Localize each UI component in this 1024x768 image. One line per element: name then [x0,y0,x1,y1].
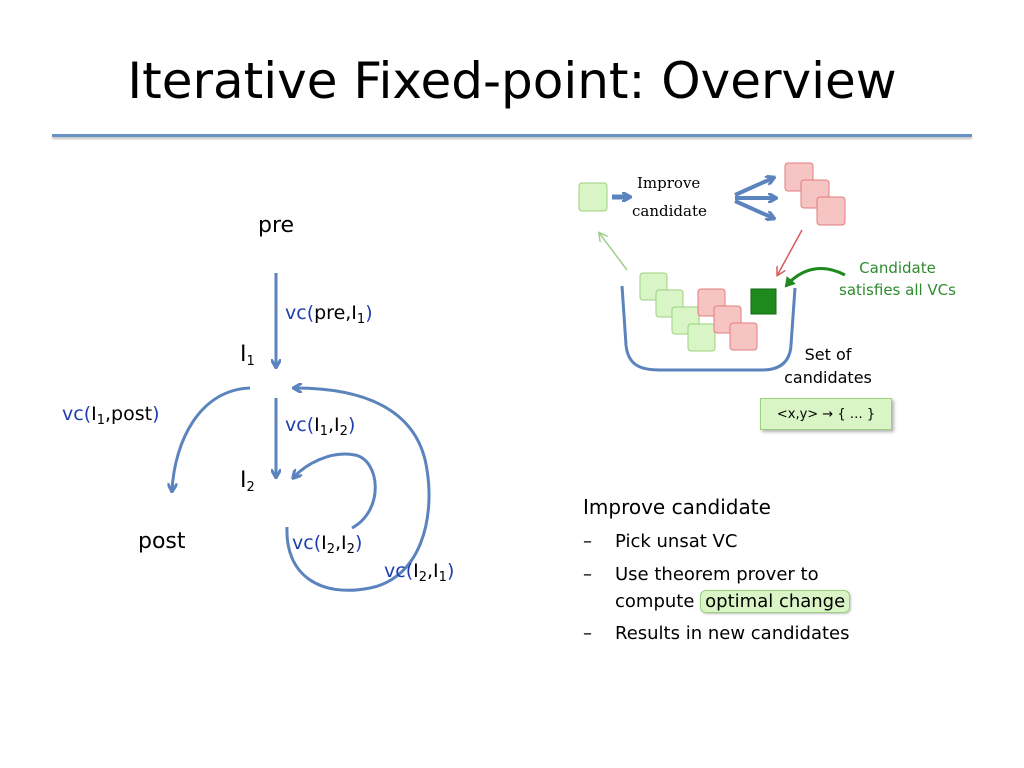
vc-arg-b-sub: 1 [438,570,447,585]
vc-arg-b: I [351,302,357,324]
bullet-dash: – [583,531,592,552]
set-of-candidates-label: Set of candidates [768,343,888,389]
optimal-change-highlight: optimal change [700,590,851,613]
bullet-2: – Use theorem prover to [583,564,819,585]
vc-close: ) [347,414,356,436]
node-i1-sub: 1 [246,354,255,369]
set-dark-green [750,288,777,315]
fan-arrow-bot [734,199,773,218]
down-arrow-red [778,229,803,274]
vc-arg-b: ,I [335,532,347,554]
label-vc-pre-i1: vc(pre,I1) [285,302,373,327]
vc-close: ) [446,560,455,582]
node-i2: I2 [240,468,255,495]
satisfies-line2: satisfies all VCs [839,281,956,299]
vc-close: ) [365,302,373,324]
label-vc-i2-i2: vc(I2,I2) [292,532,362,557]
candidate-red-3 [816,196,846,226]
set-line2: candidates [784,368,872,387]
vc-arg-a: pre, [314,302,352,324]
vc-close: ) [152,403,160,425]
improve-label-line2: candidate [632,202,707,220]
bullet-3: – Results in new candidates [583,623,850,644]
edge-i2-i1 [285,388,431,592]
label-vc-i1-post: vc(I1,post) [62,403,160,428]
node-i1-letter: I [240,342,247,367]
node-post: post [138,529,186,554]
vc-fn: vc( [285,414,315,436]
vc-close: ) [354,532,363,554]
title-divider [52,134,972,137]
improve-label-line1: Improve [637,174,701,192]
set-red-3 [729,322,758,351]
label-vc-i2-i1: vc(I2,I1) [384,560,454,585]
bullet-1-text: Pick unsat VC [615,531,738,552]
bullet-dash: – [583,623,592,644]
edge-i1-post [172,386,251,490]
vc-fn: vc( [285,302,315,324]
set-green-4 [687,323,716,352]
vc-arg-a-sub: 1 [319,424,328,439]
node-i2-sub: 2 [246,480,255,495]
vc-arg-a: I [91,403,97,425]
vc-arg-a-sub: 1 [96,413,105,428]
back-arrow-green [600,234,628,271]
bullet-dash: – [583,564,592,585]
vc-arg-b: ,I [328,414,340,436]
edge-i2-self [294,452,377,530]
candidate-set-container [620,285,797,372]
vc-arg-a: I [321,532,327,554]
vc-arg-a-sub: 2 [418,570,427,585]
mapping-text: <x,y> → { … } [776,406,876,422]
vc-fn: vc( [384,560,414,582]
node-i2-letter: I [240,468,247,493]
bullet-2-text-line1: Use theorem prover to [615,564,819,585]
bullet-3-text: Results in new candidates [615,623,850,644]
bullet-1: – Pick unsat VC [583,531,737,552]
node-i1: I1 [240,342,255,369]
vc-fn: vc( [292,532,322,554]
satisfies-line1: Candidate [859,259,936,277]
fan-arrow-top [734,178,773,197]
bullet-2-line2: compute optimal change [615,590,851,613]
vc-arg-b-sub: 2 [339,424,348,439]
label-vc-i1-i2: vc(I1,I2) [285,414,355,439]
slide-title: Iterative Fixed-point: Overview [127,52,897,110]
vc-arg-b: ,post [105,403,153,425]
vc-arg-b-sub: 1 [356,312,366,327]
vc-fn: vc( [62,403,92,425]
candidate-green-top [578,182,608,212]
vc-arg-a-sub: 2 [326,542,335,557]
candidate-squares [578,162,846,352]
improve-heading: Improve candidate [583,495,771,519]
bullet-2-text-line2: compute [615,591,695,612]
mapping-box: <x,y> → { … } [760,398,892,430]
vc-arg-b: ,I [427,560,439,582]
vc-arg-a: I [413,560,419,582]
vc-arg-a: I [314,414,320,436]
node-pre: pre [258,213,295,238]
set-line1: Set of [804,345,852,364]
satisfies-label: Candidate satisfies all VCs [820,257,975,301]
vc-arg-b-sub: 2 [346,542,355,557]
satisfies-arrow [784,267,846,288]
